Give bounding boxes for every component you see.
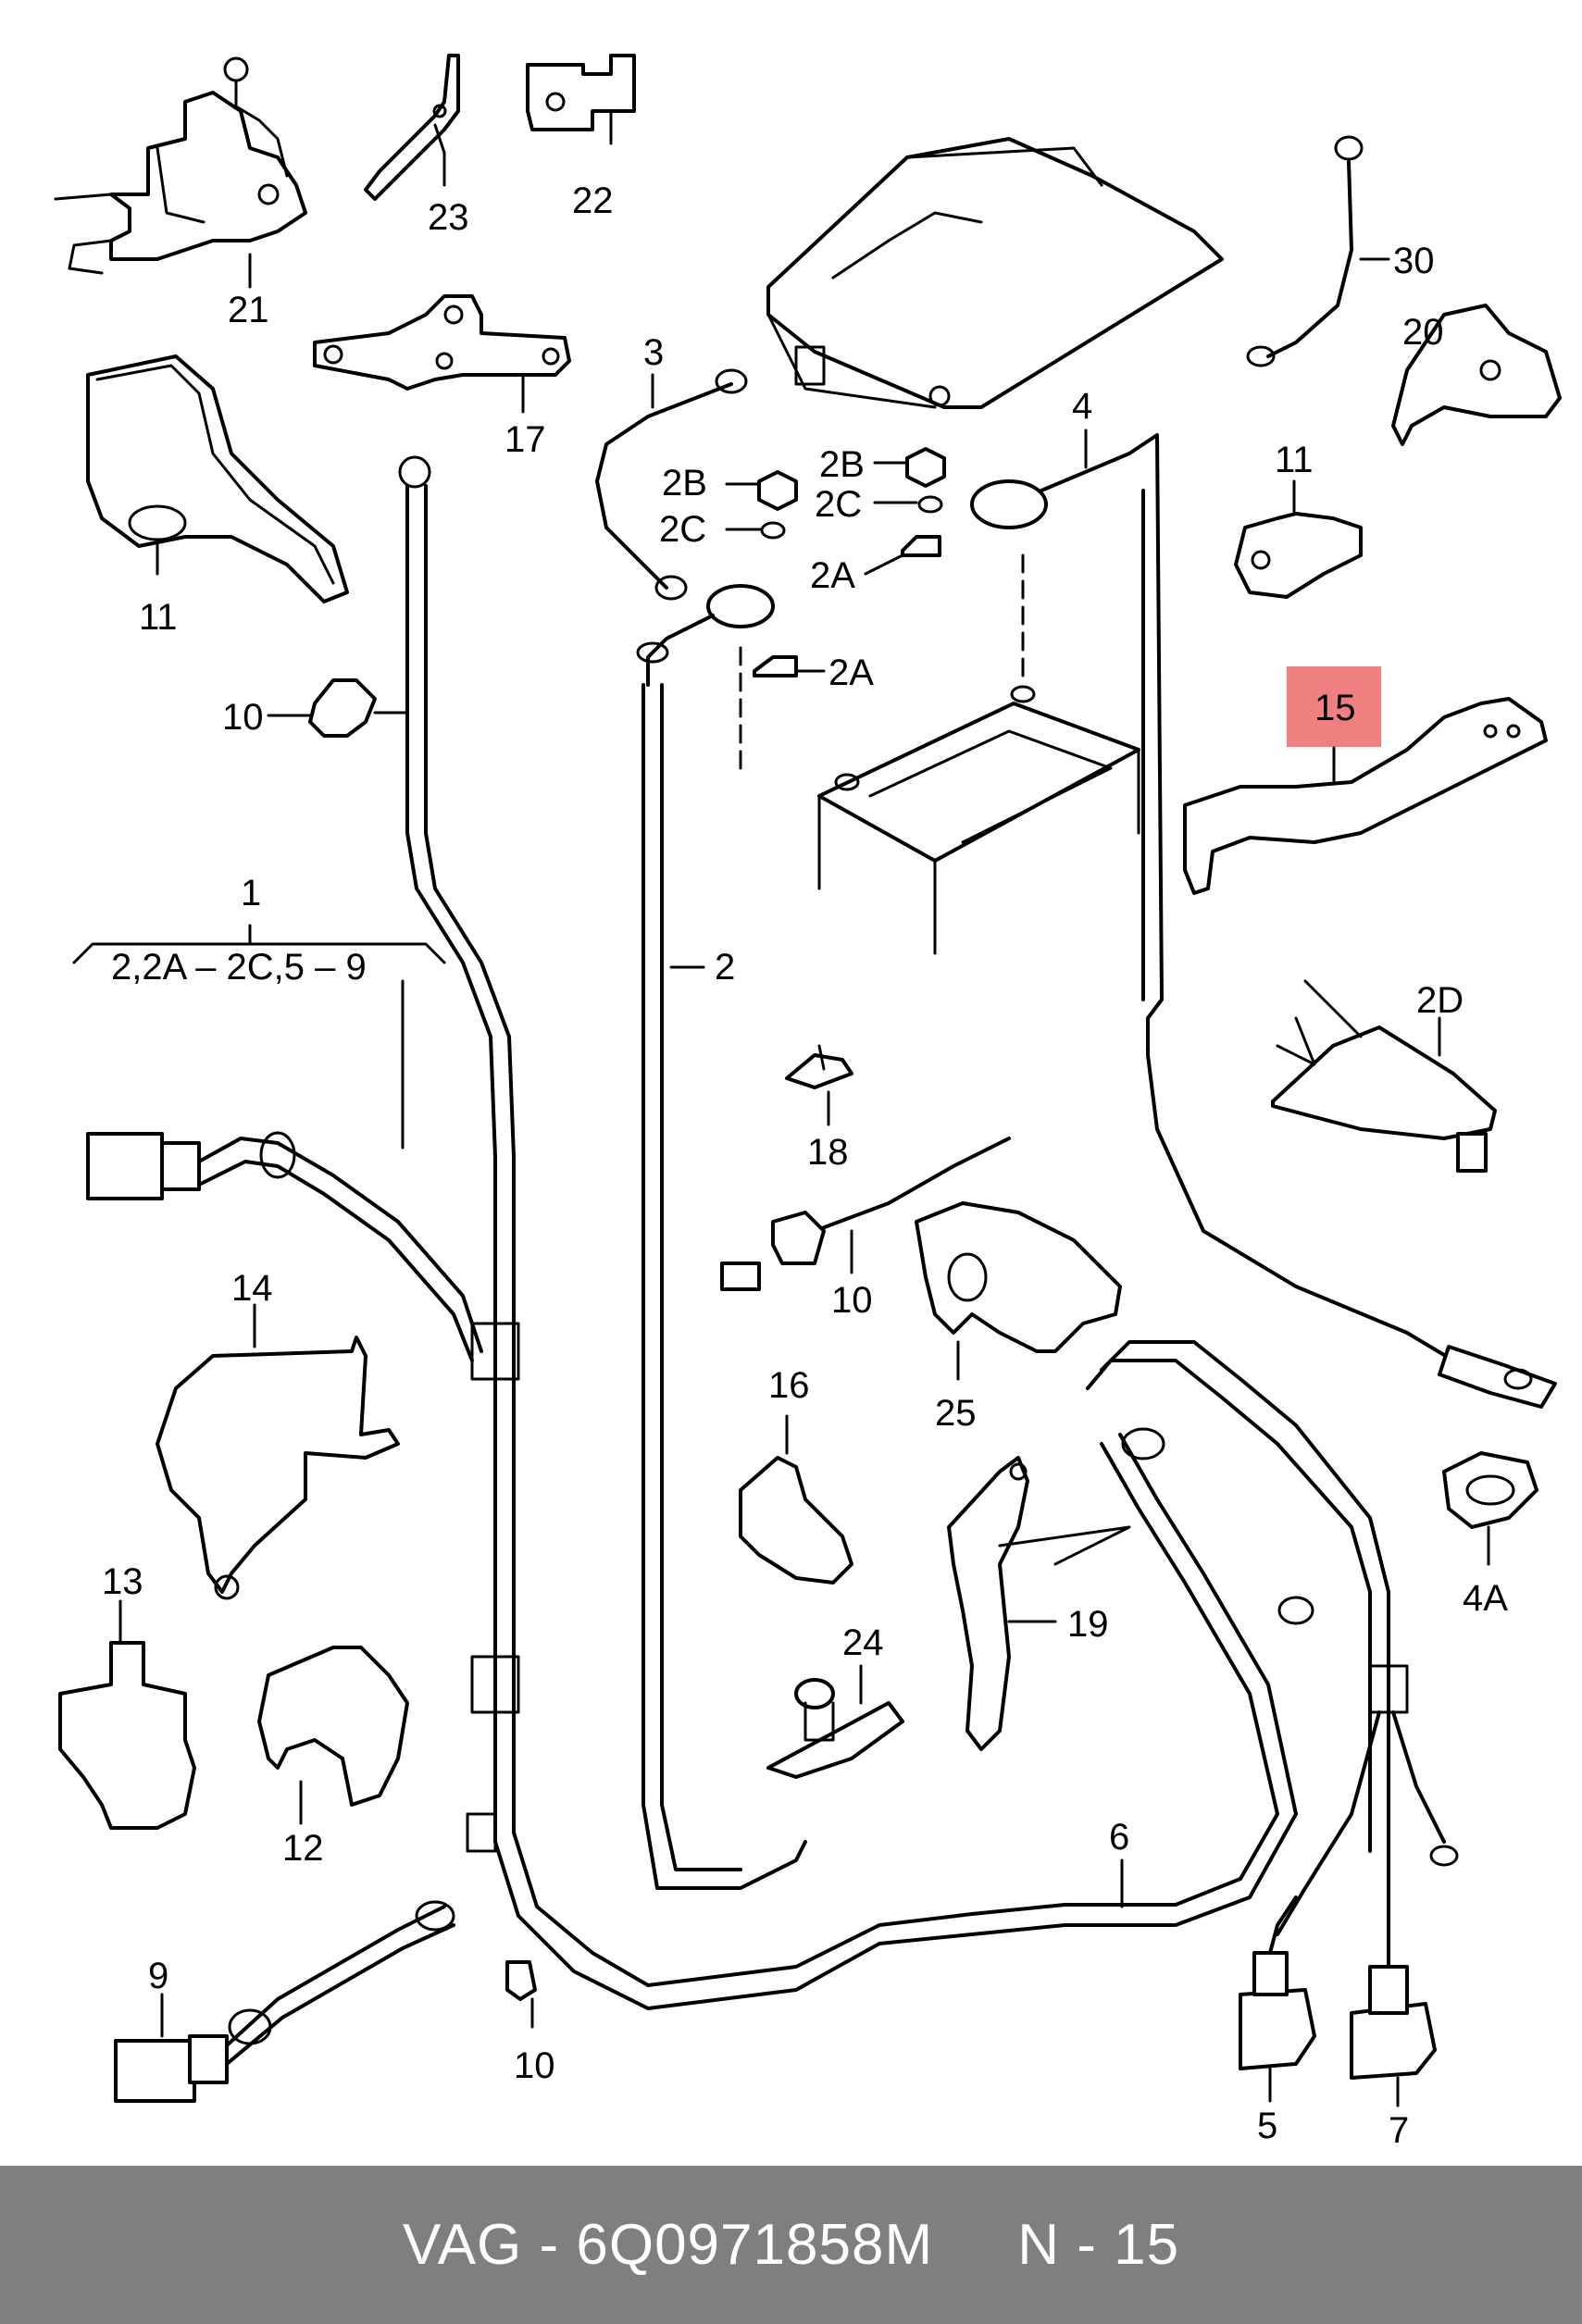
callout-30: 30: [1393, 241, 1435, 281]
callout-2d: 2D: [1416, 980, 1464, 1021]
callout-1-sub: 2,2A – 2C,5 – 9: [111, 947, 367, 988]
callout-1: 1: [241, 873, 261, 913]
part-24-grommet: [766, 1664, 904, 1779]
callout-2c-right: 2C: [815, 484, 862, 525]
part-14-bracket: [156, 1303, 400, 1600]
bracket-1: [72, 942, 446, 964]
main-cable-harness: [398, 455, 1298, 2010]
footer-bar: VAG - 6Q0971858M N - 15: [0, 2166, 1582, 2324]
part-21-bracket: [54, 56, 307, 289]
part-23-bracket: [364, 54, 460, 201]
footer-part-number: VAG - 6Q0971858M N - 15: [402, 2213, 1180, 2277]
part-12-bracket: [257, 1646, 409, 1825]
callout-10-left: 10: [222, 697, 264, 738]
diagram-drawing: 21 23 22 17 11 10: [54, 54, 1562, 2151]
part-11-right: [1234, 479, 1363, 599]
callout-10-mid: 10: [831, 1280, 873, 1321]
callout-6: 6: [1109, 1817, 1129, 1858]
part-10-cable-tie: [720, 1137, 1011, 1291]
part-25-cover: [915, 1201, 1122, 1381]
callout-15: 15: [1314, 688, 1356, 728]
part-6-cable: [1086, 1340, 1459, 1936]
callout-21: 21: [228, 290, 269, 330]
part-22-bracket: [526, 54, 636, 145]
callout-2b-left: 2B: [662, 463, 707, 503]
part-9-connector: [114, 1900, 455, 2103]
battery: [739, 553, 1140, 955]
callout-18: 18: [807, 1132, 849, 1173]
callout-9: 9: [148, 1956, 168, 1996]
callout-11-left: 11: [139, 597, 178, 638]
parts-diagram: 21 23 22 17 11 10: [54, 54, 1562, 2151]
callout-12: 12: [282, 1828, 324, 1869]
part-17-bracket: [313, 294, 571, 414]
callout-19: 19: [1067, 1604, 1109, 1645]
ecu-module: [766, 137, 1224, 409]
callout-7: 7: [1389, 2110, 1409, 2151]
callout-13: 13: [102, 1561, 143, 1602]
callout-17: 17: [504, 419, 546, 460]
part-30-cable: [1246, 135, 1390, 367]
callout-2: 2: [715, 947, 735, 988]
part-10-clip-bottom: [505, 1960, 537, 2029]
part-11-shield-left: [86, 354, 349, 603]
callout-20: 20: [1402, 312, 1444, 353]
callout-5: 5: [1257, 2106, 1277, 2146]
part-20-bracket: [1391, 304, 1562, 446]
callout-2c-left: 2C: [659, 509, 706, 550]
part-4a-ring: [1442, 1451, 1538, 1566]
part-2d-cover: [1271, 979, 1497, 1173]
callout-4a: 4A: [1463, 1578, 1508, 1619]
callout-11-right: 11: [1275, 440, 1314, 480]
callout-4: 4: [1072, 386, 1092, 427]
part-5-connector: [1239, 1895, 1316, 2103]
part-13-bracket: [58, 1599, 196, 1830]
part-19-bracket: [947, 1456, 1131, 1751]
callout-16: 16: [768, 1365, 810, 1406]
part-16-clamp: [739, 1414, 853, 1585]
fasteners-2b-2c-2a: [725, 447, 946, 677]
callout-14: 14: [231, 1268, 273, 1309]
callout-23: 23: [428, 197, 469, 238]
part-18-clip: [785, 1044, 853, 1126]
part-10-clip-left: [308, 678, 409, 738]
part-15-bracket: [1183, 697, 1548, 895]
part-1-connector-left: [86, 1131, 483, 1362]
callout-2a-top: 2A: [810, 555, 855, 596]
part-4-cable: [970, 429, 1557, 1409]
part-2-cable: [636, 584, 807, 1890]
callout-25: 25: [935, 1393, 977, 1434]
callout-3: 3: [643, 332, 664, 373]
callout-10-bottom: 10: [514, 2045, 555, 2086]
callout-24: 24: [842, 1622, 884, 1663]
callout-22: 22: [572, 180, 614, 221]
highlight-15: [1287, 666, 1381, 747]
callout-2b-right: 2B: [819, 444, 865, 485]
callout-2a-mid: 2A: [828, 652, 874, 693]
part-3-cable: [595, 368, 748, 601]
part-7-connector: [1350, 1849, 1437, 2107]
